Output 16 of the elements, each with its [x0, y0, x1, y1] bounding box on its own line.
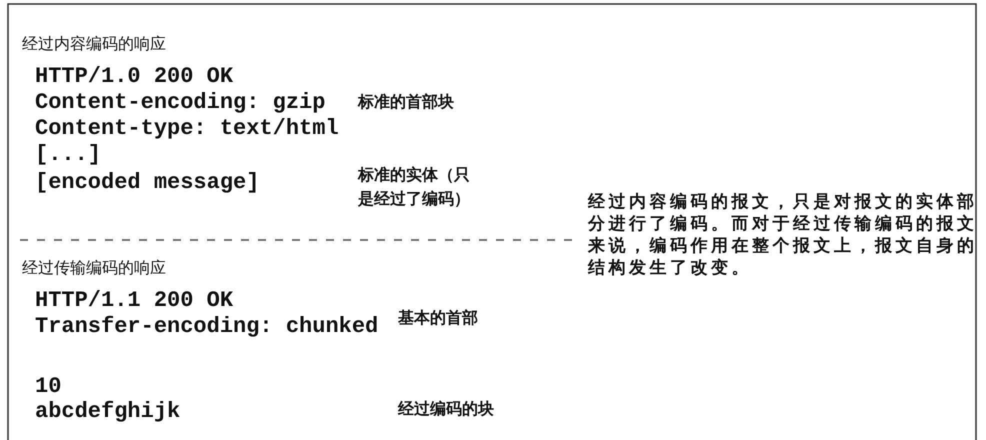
code-line: 10	[35, 374, 62, 400]
code-line: Transfer-encoding: chunked	[35, 314, 378, 340]
code-line: [encoded message]	[35, 170, 260, 196]
annotation: 基本的首部	[398, 307, 478, 329]
note-paragraph: 经过内容编码的报文，只是对报文的实体部分进行了编码。而对于经过传输编码的报文来说，编码作用在整个报文上，报文自身的结构发生了改变。	[588, 191, 978, 279]
code-line: HTTP/1.0 200 OK	[35, 64, 234, 90]
code-line: Content-type: text/html	[35, 116, 339, 142]
annotation: 标准的实体（只是经过了编码）	[358, 164, 471, 210]
code-line: HTTP/1.1 200 OK	[35, 288, 234, 314]
code-line: abcdefghijk	[35, 399, 180, 425]
section-heading: 经过传输编码的响应	[22, 258, 166, 279]
section-heading: 经过内容编码的响应	[22, 34, 166, 55]
code-line: Content-encoding: gzip	[35, 90, 326, 116]
annotation: 标准的首部块	[358, 91, 454, 113]
annotation: 经过编码的块	[398, 398, 494, 420]
code-line: [...]	[35, 142, 102, 168]
